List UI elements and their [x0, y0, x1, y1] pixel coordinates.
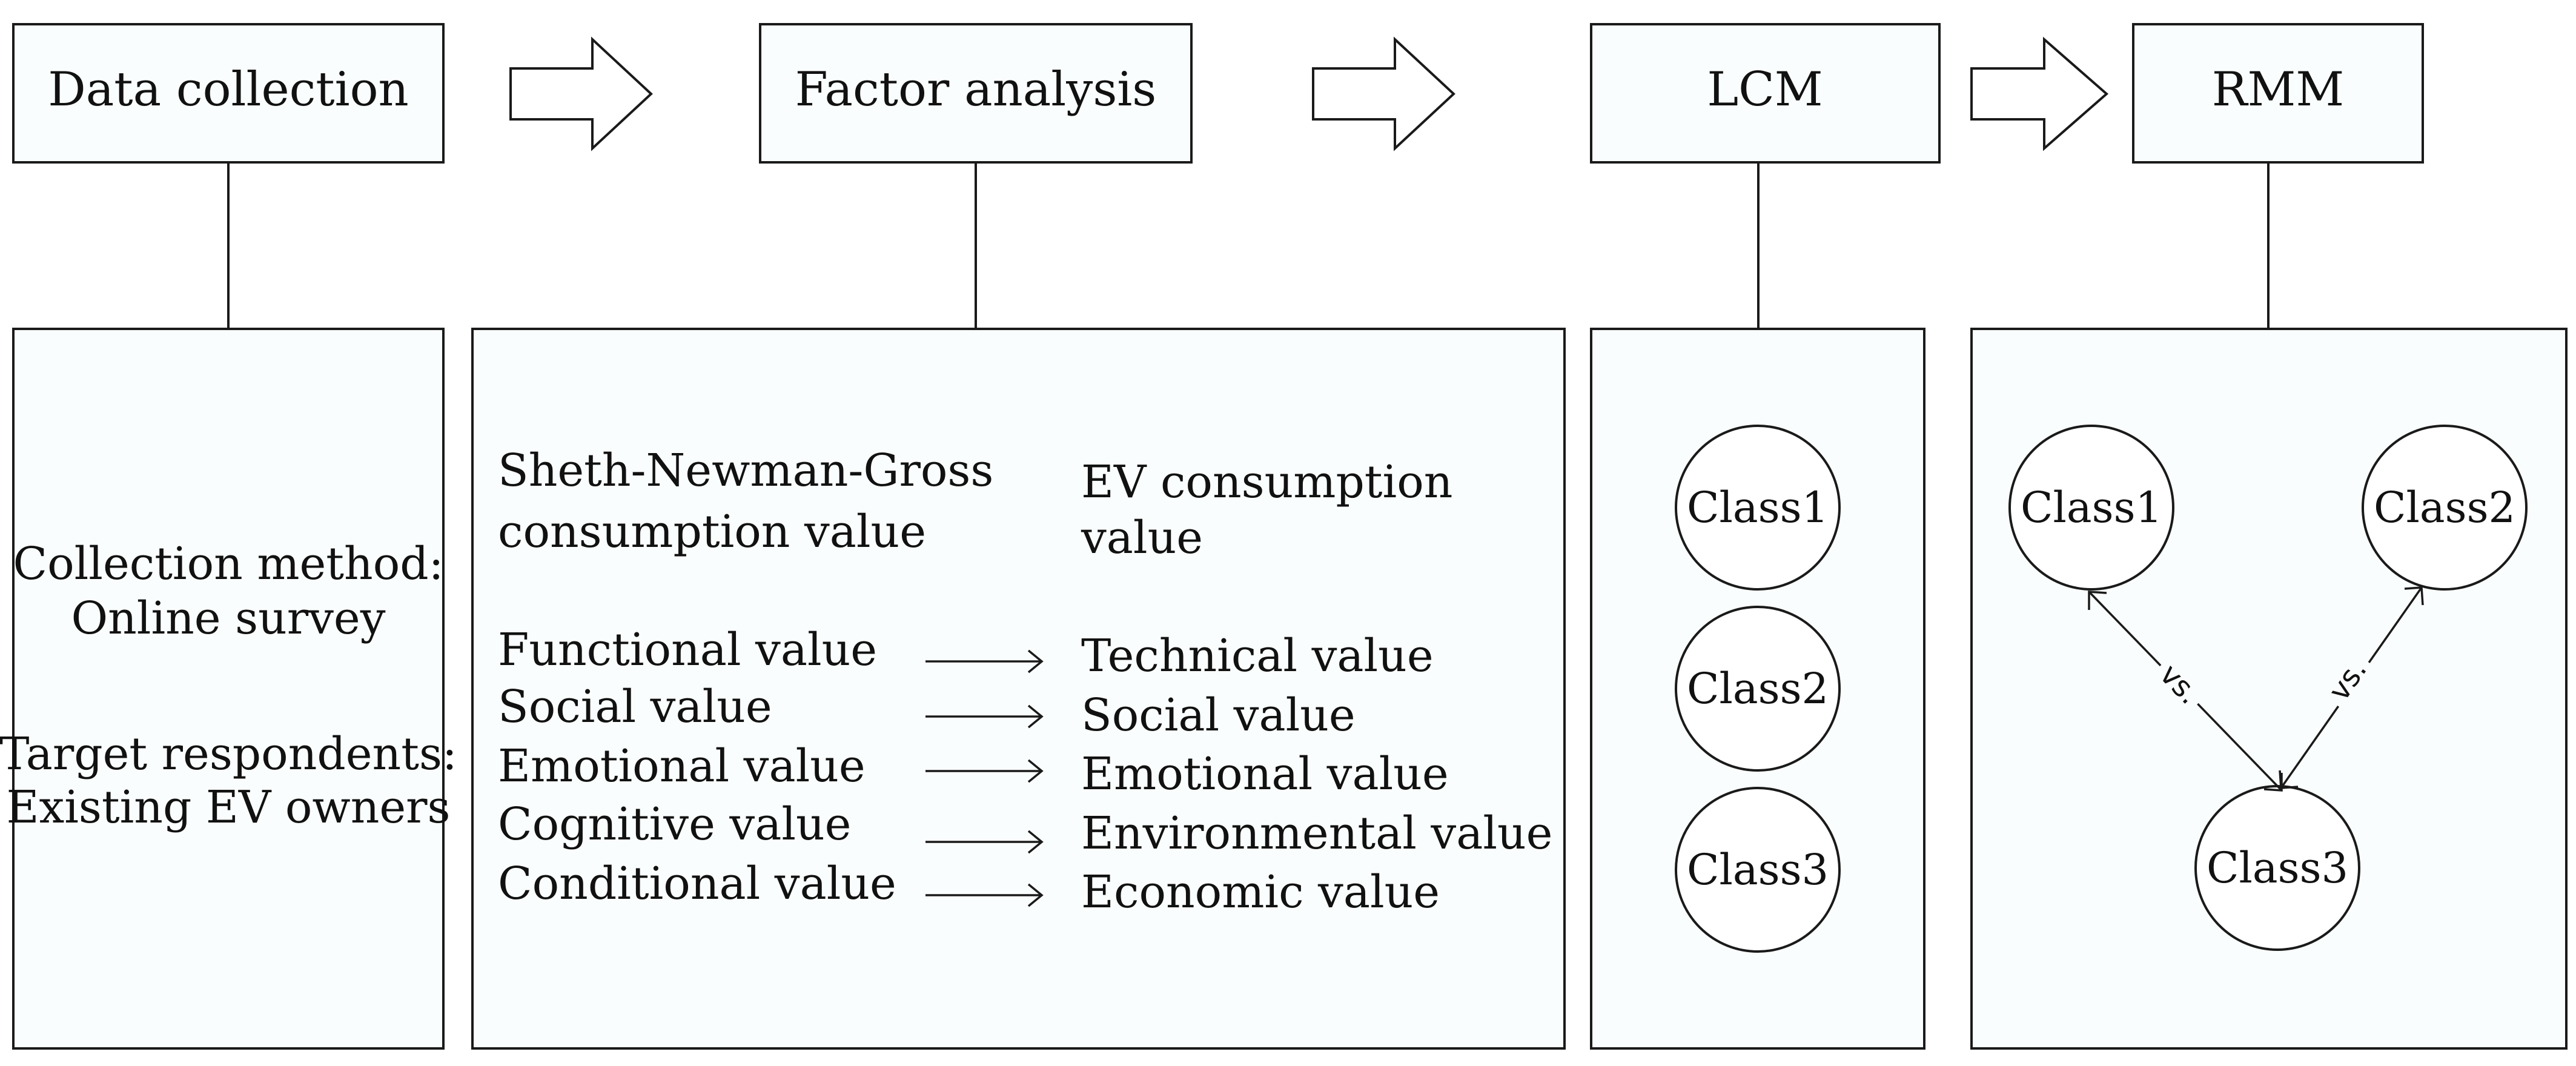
flow-arrow-1 [509, 36, 653, 151]
snm-item: Social value [498, 681, 772, 733]
ev-header-line1: EV consumption [1081, 456, 1452, 508]
arrowhead-class3-right [2279, 770, 2299, 789]
rmm-class1-node [2008, 425, 2174, 591]
data-panel-text: Collection method: Online survey Target … [0, 538, 457, 833]
snm-item: Functional value [498, 624, 877, 676]
factor-panel-headers: Sheth-Newman-Gross consumption value EV … [498, 445, 1452, 564]
snm-item: Emotional value [498, 740, 866, 792]
lcm-class-node [1675, 425, 1841, 591]
rmm-class3-label: Class3 [2207, 843, 2348, 893]
lcm-class-label: Class3 [1687, 845, 1829, 895]
method-label: Collection method: [13, 538, 443, 590]
flow-arrow-2 [1312, 36, 1455, 151]
rmm-class1-label: Class1 [2021, 483, 2162, 532]
step-data-collection: Data collection [12, 23, 445, 164]
method-value: Online survey [71, 592, 385, 644]
lcm-class-node [1675, 606, 1841, 772]
ev-header-line2: value [1081, 512, 1203, 564]
mapping-arrowhead [1027, 704, 1044, 729]
panel-data [12, 328, 445, 1050]
ev-item: Economic value [1081, 866, 1440, 918]
snm-header-line1: Sheth-Newman-Gross [498, 445, 993, 497]
arrowhead-class3-left [2263, 773, 2283, 792]
lcm-class-node [1675, 787, 1841, 953]
target-value: Existing EV owners [6, 781, 450, 833]
rmm-diagram: Class1 Class2 Class3 vs. vs. [2008, 425, 2528, 951]
ev-item: Social value [1081, 689, 1356, 741]
flow-arrow-3 [1970, 36, 2109, 151]
ev-item: Environmental value [1081, 807, 1552, 859]
lcm-class-label: Class1 [1687, 483, 1829, 532]
mapping-arrowhead [1027, 830, 1044, 854]
lcm-class-label: Class2 [1687, 664, 1829, 713]
mapping-arrowhead [1027, 883, 1044, 907]
snm-item: Conditional value [498, 858, 896, 910]
arrowhead-class2 [2404, 586, 2424, 606]
arrowhead-class1 [2088, 591, 2107, 610]
step-factor-analysis-label: Factor analysis [795, 62, 1157, 117]
rmm-class2-node [2362, 425, 2528, 591]
panel-factor [471, 328, 1566, 1050]
step-data-collection-label: Data collection [48, 62, 409, 117]
mapping-arrowhead [1027, 649, 1044, 674]
rmm-class2-label: Class2 [2374, 483, 2515, 532]
snm-item: Cognitive value [498, 798, 851, 850]
ev-item: Emotional value [1081, 748, 1449, 800]
step-factor-analysis: Factor analysis [759, 23, 1193, 164]
step-rmm-label: RMM [2212, 62, 2344, 117]
snm-header-line2: consumption value [498, 506, 926, 558]
mapping-arrowhead [1027, 759, 1044, 783]
ev-item: Technical value [1081, 630, 1434, 682]
step-lcm: LCM [1590, 23, 1941, 164]
step-rmm: RMM [2132, 23, 2424, 164]
step-lcm-label: LCM [1707, 62, 1823, 117]
target-label: Target respondents: [0, 728, 457, 780]
